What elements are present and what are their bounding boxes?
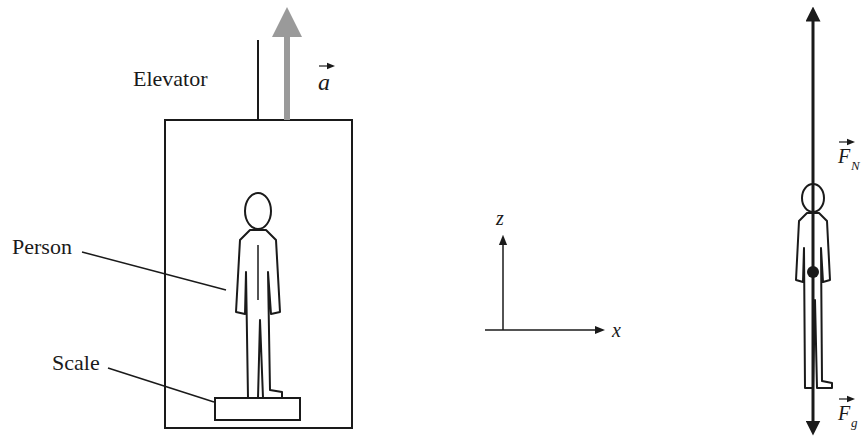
person-detail bbox=[257, 245, 259, 300]
leader-line bbox=[82, 252, 226, 290]
part-label: Scale bbox=[52, 352, 100, 374]
vector-symbol: a bbox=[318, 70, 330, 94]
axis-label: z bbox=[496, 208, 504, 228]
elevator-car bbox=[165, 120, 352, 428]
center-of-mass bbox=[807, 266, 819, 278]
elevator-cable bbox=[257, 40, 259, 120]
acceleration-arrow bbox=[284, 22, 290, 120]
normal-force-arrow bbox=[812, 14, 815, 272]
vector-arrow bbox=[319, 65, 331, 66]
axis-label: x bbox=[612, 320, 621, 340]
person-head bbox=[245, 193, 271, 229]
gravity-force-arrow bbox=[812, 272, 815, 428]
subscript: g bbox=[851, 416, 858, 429]
vector-symbol: F bbox=[838, 403, 850, 423]
vector-arrow bbox=[839, 141, 851, 142]
leader-line bbox=[108, 368, 214, 402]
z-axis bbox=[502, 240, 504, 330]
scale bbox=[215, 398, 300, 420]
part-label: Elevator bbox=[133, 68, 208, 90]
subscript: N bbox=[851, 159, 860, 172]
x-axis bbox=[485, 329, 600, 331]
person-body bbox=[236, 230, 282, 398]
vector-symbol: F bbox=[838, 146, 850, 166]
vector-arrow bbox=[839, 398, 851, 399]
part-label: Person bbox=[12, 236, 72, 258]
